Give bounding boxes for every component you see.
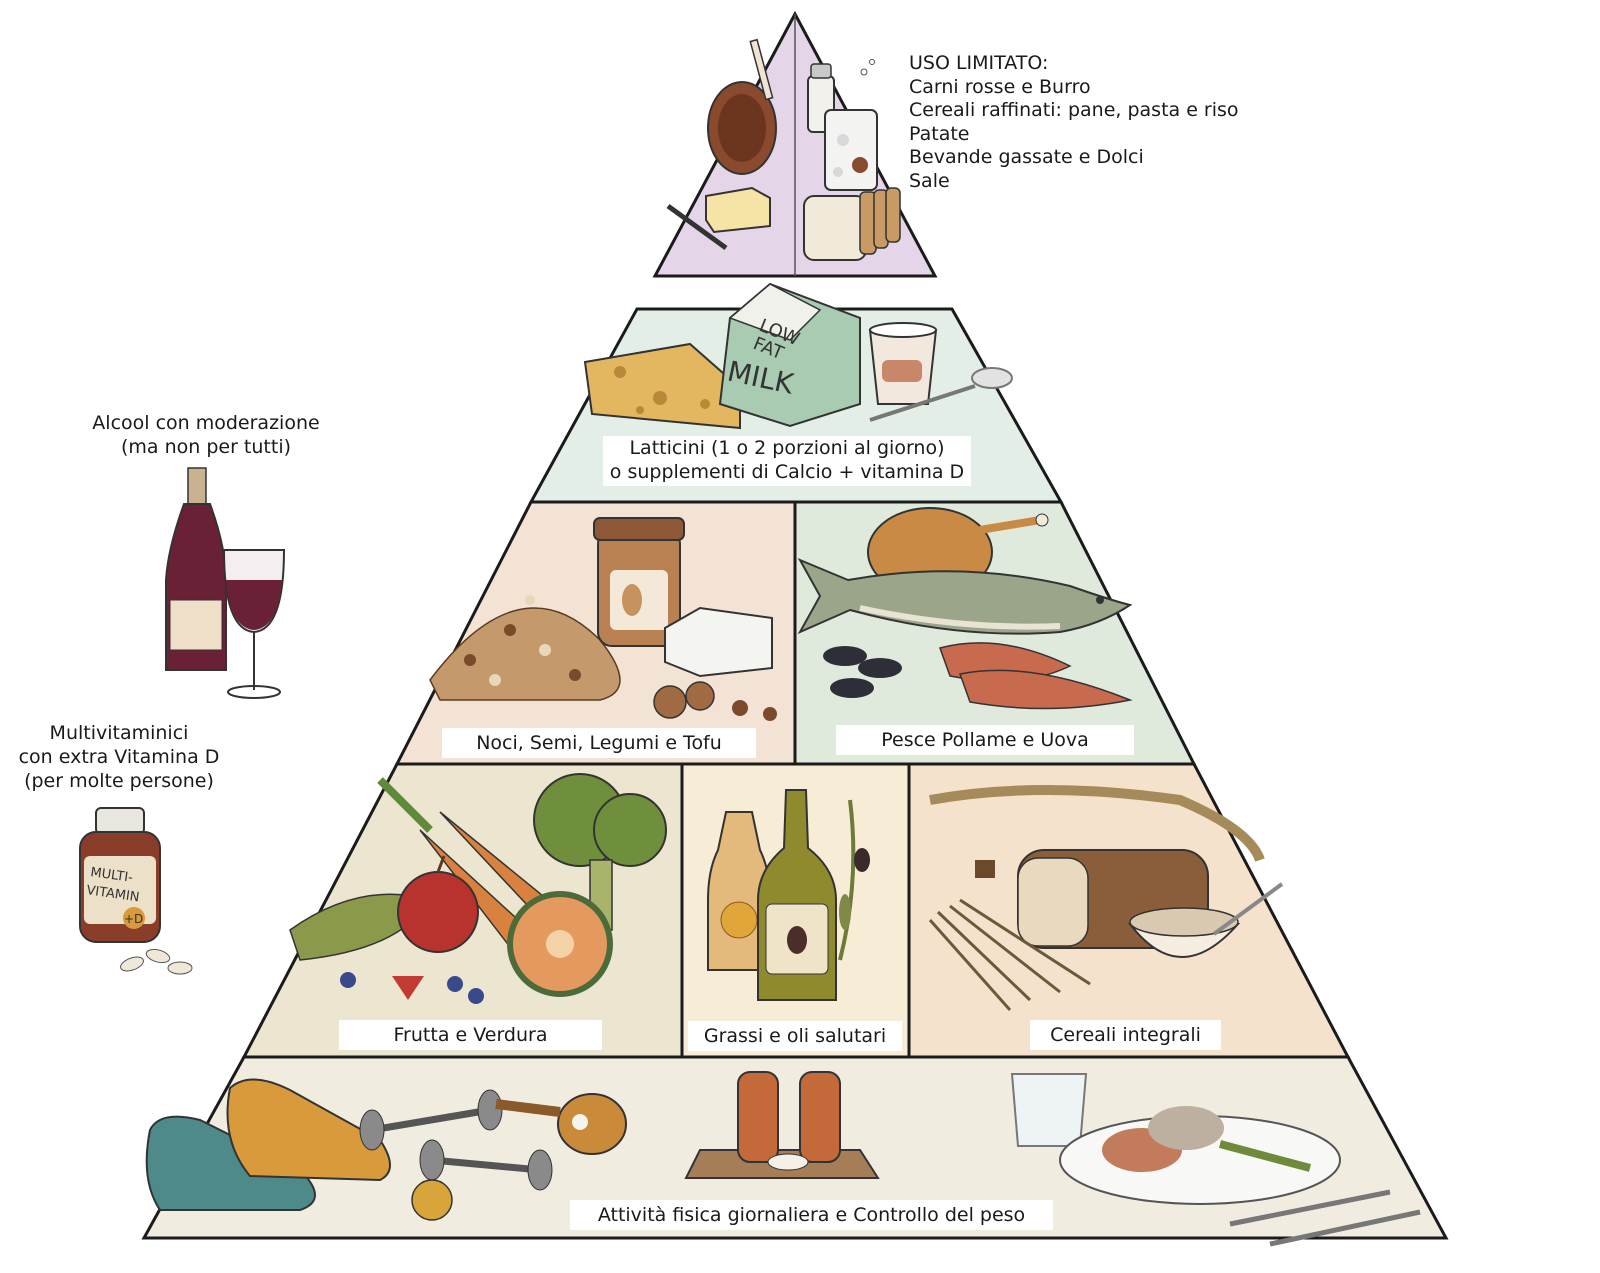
limited-use-item: Patate — [909, 122, 970, 145]
olive-branch-illustration — [838, 799, 870, 961]
berries-illustration — [340, 972, 484, 1004]
spoon-illustration — [869, 367, 1013, 422]
multivitamin-note: Multivitaminici con extra Vitamina D (pe… — [4, 721, 234, 793]
fish-label: Pesce Pollame e Uova — [836, 725, 1134, 755]
rice-bowl-illustration — [1127, 882, 1284, 958]
limited-use-item: Carni rosse e Burro — [909, 75, 1091, 98]
dinner-plate-illustration — [1059, 1106, 1341, 1205]
dairy-label: Latticini (1 o 2 porzioni al giorno) o s… — [603, 436, 971, 486]
steak-illustration — [707, 38, 777, 175]
scale-with-feet-illustration — [684, 1071, 880, 1179]
alcohol-note-line1: Alcool con moderazione — [92, 412, 320, 434]
nuts-label: Noci, Semi, Legumi e Tofu — [442, 728, 756, 758]
dairy-label-line2: o supplementi di Calcio + vitamina D — [609, 461, 965, 483]
cheese-illustration — [583, 342, 741, 430]
tennis-ball-illustration — [411, 1179, 453, 1221]
alcohol-note-line2: (ma non per tutti) — [120, 436, 292, 458]
wine-glass-illustration — [222, 549, 286, 699]
water-glass-illustration — [1010, 1073, 1088, 1147]
apple-illustration — [397, 855, 479, 953]
spaghetti-illustration — [928, 898, 1091, 1011]
multivitamin-note-line3: (per molte persone) — [24, 770, 214, 792]
whole-grains-label: Cereali integrali — [1030, 1020, 1221, 1050]
dumbbells-illustration — [359, 1089, 553, 1191]
milk-carton-illustration: LOW FAT MILK — [718, 282, 861, 428]
healthy-oils-label: Grassi e oli salutari — [688, 1021, 902, 1051]
peanut-butter-jar-illustration — [593, 517, 685, 647]
multivitamin-note-line2: con extra Vitamina D — [18, 746, 220, 768]
olive-oil-bottle-illustration — [757, 789, 837, 1001]
vitamin-bottle-line3: +D — [124, 912, 143, 926]
tofu-illustration — [664, 606, 773, 678]
ping-pong-paddle-illustration — [495, 1093, 627, 1155]
sunflower-oil-bottle-illustration — [707, 811, 771, 971]
mussels-illustration — [823, 646, 902, 698]
yogurt-cup-illustration — [868, 322, 938, 405]
multivitamin-bottle-illustration: MULTI- VITAMIN +D — [79, 807, 161, 943]
wheat-bundle-illustration — [929, 785, 1265, 878]
limited-use-list: USO LIMITATO: Carni rosse e Burro Cereal… — [909, 52, 1239, 193]
limited-use-heading: USO LIMITATO: — [909, 52, 1049, 74]
pills-illustration — [120, 948, 193, 975]
multivitamin-note-line1: Multivitaminici — [49, 722, 189, 744]
sneakers-illustration — [145, 1078, 391, 1211]
butter-illustration — [666, 186, 771, 251]
nuts-pile-illustration — [429, 595, 621, 701]
limited-use-item: Sale — [909, 169, 950, 192]
limited-use-item: Cereali raffinati: pane, pasta e riso — [909, 99, 1239, 121]
fish-illustration — [797, 557, 1133, 635]
bread-slices-illustration — [803, 187, 901, 261]
vitamin-bottle-line1: MULTI- — [89, 865, 134, 886]
dairy-label-line1: Latticini (1 o 2 porzioni al giorno) — [629, 437, 945, 459]
salmon-fillets-illustration — [939, 642, 1133, 710]
melon-illustration — [507, 891, 613, 997]
limited-use-item: Bevande gassate e Dolci — [909, 146, 1144, 168]
fruit-veg-label: Frutta e Verdura — [339, 1020, 602, 1050]
wine-bottle-illustration — [165, 467, 227, 671]
walnuts-illustration — [653, 681, 777, 721]
cutlery-illustration — [1229, 1189, 1421, 1247]
activity-label: Attività fisica giornaliera e Controllo … — [570, 1200, 1053, 1230]
vitamin-bottle-line2: VITAMIN — [85, 883, 140, 905]
soda-can-illustration — [824, 109, 878, 191]
alcohol-note: Alcool con moderazione (ma non per tutti… — [76, 411, 336, 459]
